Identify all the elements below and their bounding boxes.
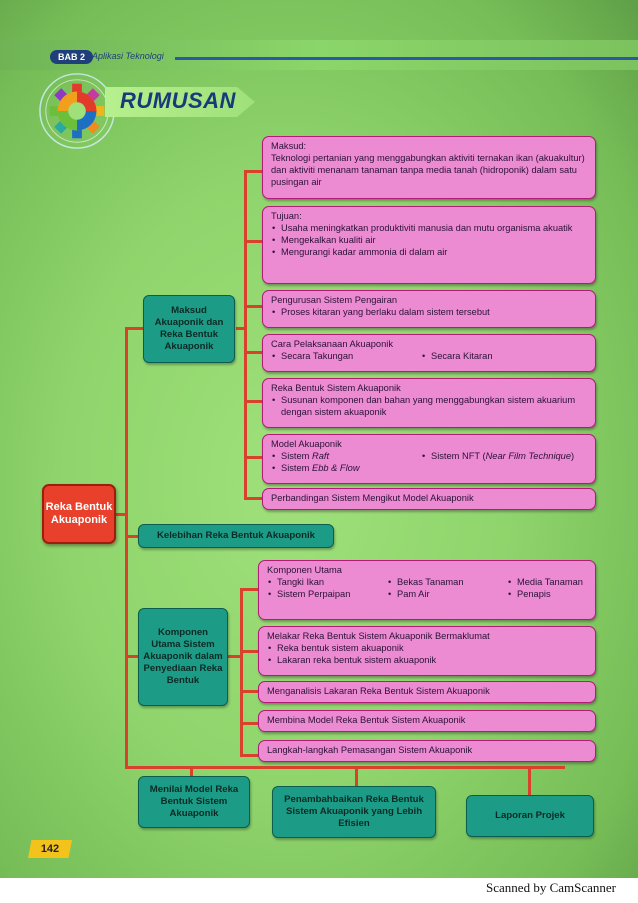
box-langkah: Langkah-langkah Pemasangan Sistem Akuapo… [258,740,596,762]
connector-b3-s4 [240,722,258,725]
title-banner [105,87,255,117]
connector-bottom-2 [355,766,358,788]
melakar-title: Melakar Reka Bentuk Sistem Akuaponik Ber… [267,631,490,641]
box-perbandingan: Perbandingan Sistem Mengikut Model Akuap… [262,488,596,510]
branch-kelebihan: Kelebihan Reka Bentuk Akuaponik [138,524,334,548]
scanner-watermark: Scanned by CamScanner [486,880,616,895]
connector-bottom-3 [528,766,531,796]
tujuan-item: Usaha meningkatkan produktiviti manusia … [272,222,587,234]
header-strip [0,40,638,70]
komponen-item: Media Tanaman [508,576,583,588]
connector-b1-s3 [244,305,262,308]
box-pengairan: Pengurusan Sistem Pengairan Proses kitar… [262,290,596,328]
komponen-item: Penapis [508,588,583,600]
box-reka-bentuk: Reka Bentuk Sistem Akuaponik Susunan kom… [262,378,596,428]
melakar-item: Reka bentuk sistem akuaponik [268,642,587,654]
chapter-title: Aplikasi Teknologi [92,51,164,61]
pelaksanaan-item: Secara Takungan [272,350,421,362]
pelaksanaan-item: Secara Kitaran [422,350,492,362]
reka-title: Reka Bentuk Sistem Akuaponik [271,383,401,393]
connector-b3-s3 [240,690,258,693]
chapter-chip: BAB 2 [50,50,94,64]
maksud-text: Teknologi pertanian yang menggabungkan a… [271,153,585,187]
maksud-title: Maksud: [271,141,307,151]
box-tujuan: Tujuan: Usaha meningkatkan produktiviti … [262,206,596,284]
bottom-penambahbaikan: Penambahbaikan Reka Bentuk Sistem Akuapo… [272,786,436,838]
box-pelaksanaan: Cara Pelaksanaan Akuaponik Secara Takung… [262,334,596,372]
reka-item: Susunan komponen dan bahan yang menggabu… [272,394,587,418]
model-item: Sistem Ebb & Flow [272,462,421,474]
connector-b1-s7 [244,497,262,500]
connector-b3-spine [240,588,243,756]
textbook-page: BAB 2 Aplikasi Teknologi RUMUSAN [0,0,638,878]
header-divider [175,57,638,60]
connector-b3-out [228,655,242,658]
connector-b1-spine [244,170,247,500]
box-maksud: Maksud: Teknologi pertanian yang menggab… [262,136,596,199]
komponen-item: Sistem Perpaipan [268,588,387,600]
box-melakar: Melakar Reka Bentuk Sistem Akuaponik Ber… [258,626,596,676]
page-number: 142 [28,840,72,858]
komponen-item: Pam Air [388,588,507,600]
connector-b1-s6 [244,456,262,459]
tujuan-title: Tujuan: [271,211,302,221]
connector-b3-s1 [240,588,258,591]
section-title: RUMUSAN [120,88,236,113]
connector-root-right [116,513,126,516]
connector-b1-s1 [244,170,262,173]
gear-icon [39,73,115,149]
connector-bottom-1 [190,766,193,778]
model-title: Model Akuaponik [271,439,342,449]
branch-komponen: Komponen Utama Sistem Akuaponik dalam Pe… [138,608,228,706]
root-node: Reka Bentuk Akuaponik [42,484,116,544]
connector-b1-s2 [244,240,262,243]
pelaksanaan-title: Cara Pelaksanaan Akuaponik [271,339,393,349]
bottom-menilai: Menilai Model Reka Bentuk Sistem Akuapon… [138,776,250,828]
tujuan-item: Mengekalkan kualiti air [272,234,587,246]
connector-bottom-bar [125,766,565,769]
connector-branch3 [125,655,139,658]
box-komponen: Komponen Utama Tangki Ikan Sistem Perpai… [258,560,596,620]
model-item: Sistem NFT (Near Film Technique) [422,450,574,462]
box-membina: Membina Model Reka Bentuk Sistem Akuapon… [258,710,596,732]
model-item: Sistem Raft [272,450,421,462]
connector-trunk [125,327,128,768]
connector-branch2 [125,535,139,538]
komponen-item: Bekas Tanaman [388,576,507,588]
connector-branch1 [125,327,145,330]
connector-b3-s5 [240,754,258,757]
connector-b3-s2 [240,650,258,653]
pengairan-item: Proses kitaran yang berlaku dalam sistem… [272,306,587,318]
connector-b1-out [236,327,246,330]
tujuan-item: Mengurangi kadar ammonia di dalam air [272,246,587,258]
connector-b1-s4 [244,351,262,354]
box-model: Model Akuaponik Sistem Raft Sistem Ebb &… [262,434,596,484]
box-menganalisis: Menganalisis Lakaran Reka Bentuk Sistem … [258,681,596,703]
pengairan-title: Pengurusan Sistem Pengairan [271,295,398,305]
komponen-title: Komponen Utama [267,565,342,575]
bottom-laporan: Laporan Projek [466,795,594,837]
connector-b1-s5 [244,400,262,403]
komponen-item: Tangki Ikan [268,576,387,588]
melakar-item: Lakaran reka bentuk sistem akuaponik [268,654,587,666]
branch-maksud: Maksud Akuaponik dan Reka Bentuk Akuapon… [143,295,235,363]
